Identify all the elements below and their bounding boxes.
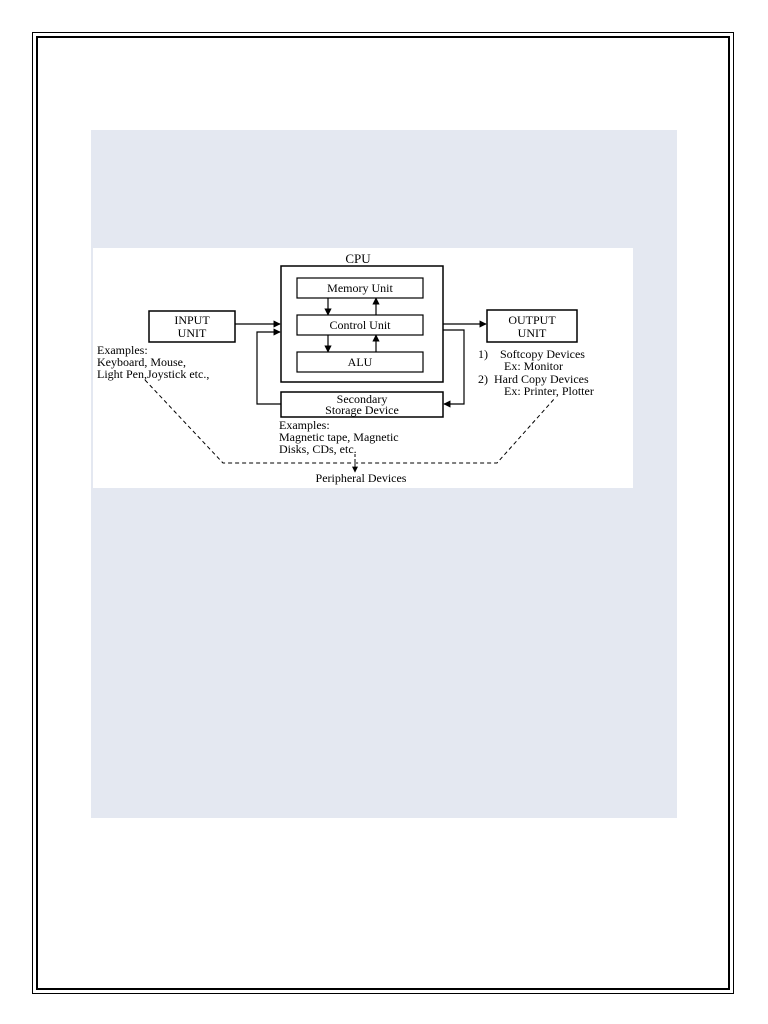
cpu-to-storage-arrow bbox=[443, 329, 465, 408]
computer-block-diagram: CPU Memory Unit Control Unit ALU INPUT U… bbox=[93, 248, 633, 488]
storage-examples-line1: Examples: bbox=[279, 418, 330, 432]
secondary-storage-line1: Secondary bbox=[337, 392, 388, 406]
control-unit-label: Control Unit bbox=[329, 318, 391, 332]
peripheral-devices-label: Peripheral Devices bbox=[316, 471, 407, 485]
output-examples-line4: Ex: Printer, Plotter bbox=[504, 384, 594, 398]
diagram-svg: CPU Memory Unit Control Unit ALU INPUT U… bbox=[97, 251, 594, 485]
input-unit-line1: INPUT bbox=[174, 313, 210, 327]
memory-unit-label: Memory Unit bbox=[327, 281, 393, 295]
storage-to-cpu-arrow bbox=[256, 328, 281, 405]
cpu-label: CPU bbox=[345, 251, 371, 266]
alu-box bbox=[296, 351, 424, 373]
control-unit-box bbox=[296, 314, 424, 336]
input-unit-line2: UNIT bbox=[178, 326, 207, 340]
peripheral-dashed-line bbox=[144, 379, 556, 464]
input-examples-line3: Light Pen,Joystick etc., bbox=[97, 367, 209, 381]
output-unit-box bbox=[486, 309, 578, 343]
page-border bbox=[32, 32, 734, 994]
input-examples-line1: Examples: bbox=[97, 343, 148, 357]
output-unit-line2: UNIT bbox=[518, 326, 547, 340]
storage-examples-line3: Disks, CDs, etc. bbox=[279, 442, 357, 456]
memory-unit-box bbox=[296, 277, 424, 299]
output-examples-line3: 2) Hard Copy Devices bbox=[478, 372, 589, 386]
input-examples-line2: Keyboard, Mouse, bbox=[97, 355, 186, 369]
secondary-storage-line2: Storage Device bbox=[325, 403, 399, 417]
output-examples-line1: 1) Softcopy Devices bbox=[478, 347, 585, 361]
page-border-inner bbox=[36, 36, 730, 990]
output-examples-line2: Ex: Monitor bbox=[504, 359, 563, 373]
storage-examples-line2: Magnetic tape, Magnetic bbox=[279, 430, 399, 444]
input-unit-box bbox=[148, 310, 236, 343]
alu-label: ALU bbox=[348, 355, 373, 369]
output-unit-line1: OUTPUT bbox=[508, 313, 556, 327]
